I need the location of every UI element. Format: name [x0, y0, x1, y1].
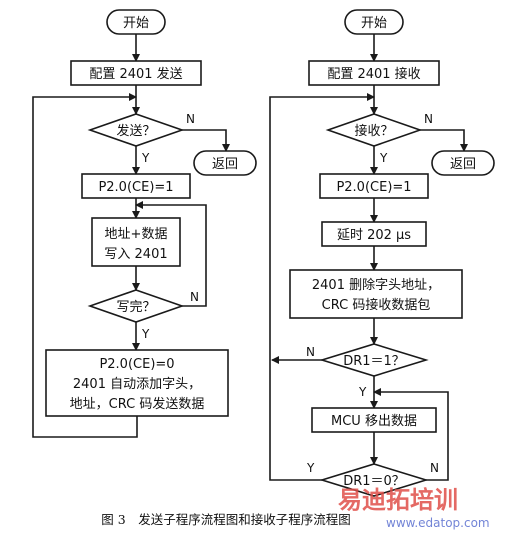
send-transmit-line2: 2401 自动添加字头， — [73, 377, 201, 392]
recv-mcu-box — [311, 407, 437, 433]
send-flowchart: 开始 配置 2401 发送 发送？ N Y 返回 P2.0(CE)=1 地址+数… — [32, 9, 257, 438]
recv-decision-no: N — [424, 112, 433, 126]
send-config-box — [70, 60, 202, 86]
recv-decision-yes: Y — [379, 151, 388, 165]
send-config-label: 配置 2401 发送 — [89, 66, 182, 82]
send-transmit-box — [45, 349, 229, 417]
loop-arrow — [135, 201, 207, 307]
send-decision-no: N — [186, 112, 195, 126]
figure-caption: 图 3 发送子程序流程图和接收子程序流程图 — [101, 512, 350, 527]
recv-mcu-label: MCU 移出数据 — [331, 414, 417, 429]
recv-dr1-eq0-no: N — [430, 461, 439, 475]
recv-dr1-eq1-no: N — [306, 345, 315, 359]
recv-dr1-eq1-label: DR1＝1？ — [343, 354, 405, 369]
watermark-brand: 易迪拓培训 — [338, 486, 458, 514]
recv-set-ce-box — [319, 173, 429, 199]
send-write-line2: 写入 2401 — [104, 247, 167, 262]
arrow — [182, 129, 230, 152]
recv-config-label: 配置 2401 接收 — [327, 66, 420, 82]
recv-decision-label: 接收？ — [354, 123, 393, 139]
recv-strip-line2: CRC 码接收数据包 — [322, 297, 431, 313]
watermark-url: www.edatop.com — [386, 516, 490, 530]
send-write-done-no: N — [190, 290, 199, 304]
recv-delay-box — [321, 221, 427, 247]
recv-dr1-eq0-label: DR1＝0？ — [343, 474, 405, 489]
recv-dr1-eq0-diamond — [319, 463, 429, 497]
send-write-done-label: 写完？ — [116, 300, 155, 315]
recv-strip-box — [289, 269, 463, 319]
send-set-ce-label: P2.0(CE)=1 — [98, 180, 173, 195]
receive-flowchart: 开始 配置 2401 接收 接收？ N Y 返回 P2.0(CE)=1 延时 2… — [269, 9, 495, 497]
send-transmit-line3: 地址，CRC 码发送数据 — [70, 396, 205, 412]
send-write-box — [91, 217, 181, 267]
recv-strip-line1: 2401 删除字头地址， — [312, 278, 440, 293]
recv-set-ce-label: P2.0(CE)=1 — [336, 180, 411, 195]
send-start-label: 开始 — [123, 16, 149, 31]
send-return-label: 返回 — [212, 157, 238, 172]
send-return-terminal — [193, 150, 257, 176]
outer-loop-arrow — [269, 93, 375, 481]
recv-start-label: 开始 — [361, 16, 387, 31]
recv-return-label: 返回 — [450, 157, 476, 172]
recv-dr1-eq1-yes: Y — [358, 385, 367, 399]
send-write-done-yes: Y — [141, 327, 150, 341]
mcu-loop-arrow — [373, 388, 449, 481]
send-decision-yes: Y — [141, 151, 150, 165]
recv-delay-label: 延时 202 μs — [337, 228, 411, 243]
recv-return-terminal — [431, 150, 495, 176]
send-decision-label: 发送？ — [116, 123, 155, 139]
outer-loop-arrow — [32, 93, 138, 438]
send-transmit-line1: P2.0(CE)=0 — [99, 357, 174, 372]
arrow — [420, 129, 468, 152]
send-write-line1: 地址+数据 — [105, 227, 168, 242]
recv-dr1-eq0-yes: Y — [306, 461, 315, 475]
